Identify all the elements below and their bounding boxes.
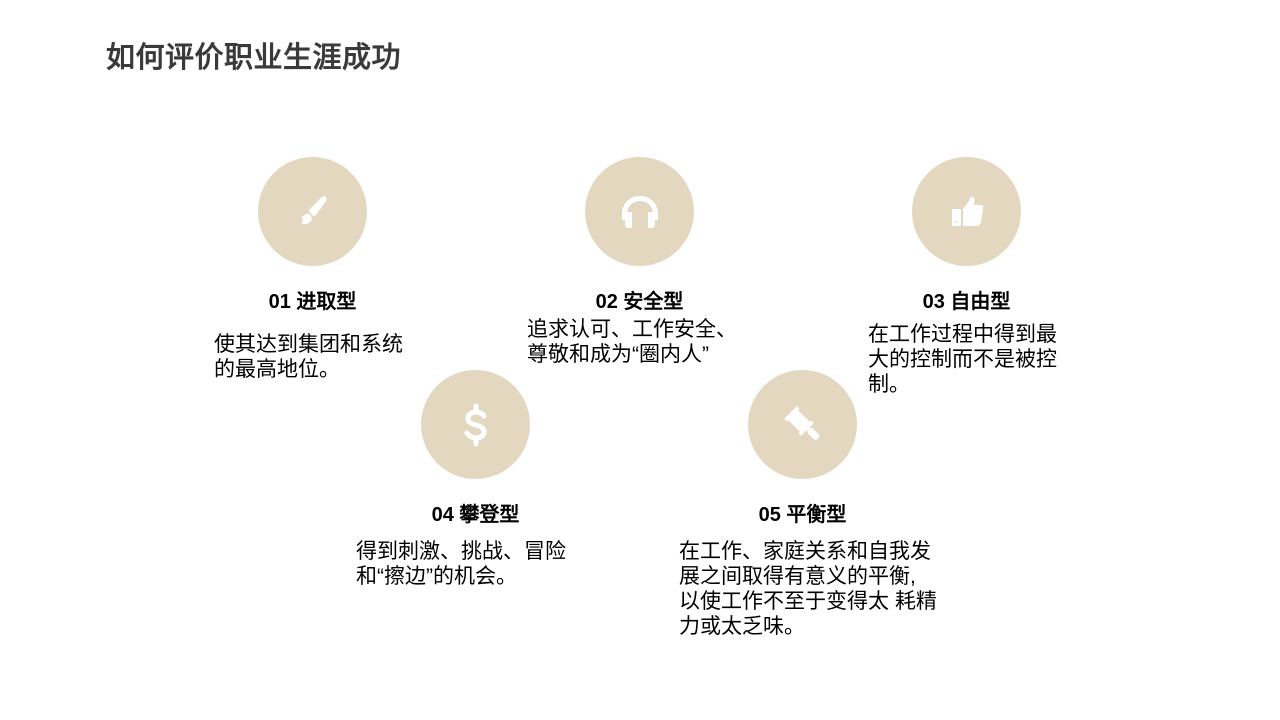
description-line: 使其达到集团和系统 [214,333,403,356]
description-line: 得到刺激、挑战、冒险 [356,540,566,563]
description-line: 大的控制而不是被控 [868,348,1057,371]
item-03-heading: 03 自由型 [922,291,1011,313]
description-line: 在工作、家庭关系和自我发 [679,540,931,563]
item-01-heading: 01 进取型 [268,291,357,313]
item-01-circle [258,157,367,266]
item-02-description: 追求认可、工作安全、 尊敬和成为“圈内人” [527,317,737,367]
item-05-circle [748,370,857,479]
thumbs-up-icon [951,196,983,226]
gavel-icon [784,406,819,440]
item-01-description: 使其达到集团和系统 的最高地位。 [214,332,403,382]
description-line: 制。 [868,373,910,396]
description-line: 和“擦边”的机会。 [356,565,517,588]
item-05-heading: 05 平衡型 [758,504,847,526]
item-03-description: 在工作过程中得到最 大的控制而不是被控 制。 [868,322,1057,397]
page-title: 如何评价职业生涯成功 [106,42,402,74]
item-03-circle [912,157,1021,266]
description-line: 展之间取得有意义的平衡, [679,565,916,588]
dollar-icon [464,403,487,446]
item-04-heading: 04 攀登型 [431,504,520,526]
item-04-circle [421,370,530,479]
description-line: 的最高地位。 [214,358,340,381]
item-02-circle [585,157,694,266]
description-line: 力或太乏味。 [679,615,805,638]
description-line: 追求认可、工作安全、 [527,318,737,341]
item-05-description: 在工作、家庭关系和自我发 展之间取得有意义的平衡, 以使工作不至于变得太 耗精 … [679,539,937,639]
paintbrush-icon [300,195,327,224]
description-line: 在工作过程中得到最 [868,323,1057,346]
item-04-description: 得到刺激、挑战、冒险 和“擦边”的机会。 [356,539,566,589]
item-02-heading: 02 安全型 [595,291,684,313]
headphones-icon [621,195,658,228]
description-line: 以使工作不至于变得太 耗精 [679,590,937,613]
description-line: 尊敬和成为“圈内人” [527,343,709,366]
